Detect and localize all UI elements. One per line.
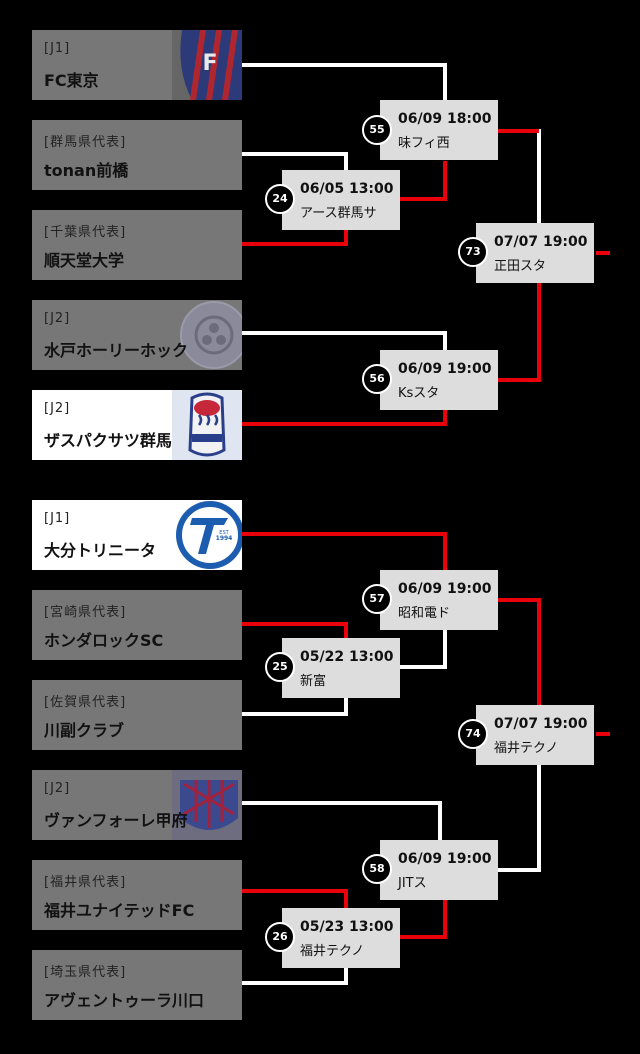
team-category: [J1] [44, 511, 71, 526]
team-category: [J2] [44, 401, 71, 416]
line-m25-to-m57 [400, 630, 447, 669]
line-team3-to-m24 [242, 229, 348, 246]
match-venue: 新富 [300, 674, 327, 689]
team-aventura-kawaguchi[interactable]: [埼玉県代表] アヴェントゥーラ川口 [32, 950, 242, 1020]
team-honda-lock[interactable]: [宮崎県代表] ホンダロックSC [32, 590, 242, 660]
match-number-badge: 58 [362, 854, 392, 884]
oita-trinita-logo: EST 1994 [176, 501, 242, 569]
match-venue: 福井テクノ [494, 741, 559, 756]
line-m56-to-m73 [498, 283, 541, 382]
team-name: ヴァンフォーレ甲府 [44, 811, 188, 830]
team-category: [群馬県代表] [44, 135, 127, 150]
team-ventforet-kofu[interactable]: [J2] ヴァンフォーレ甲府 [32, 770, 242, 840]
match-datetime: 05/22 13:00 [300, 649, 394, 665]
team-name: 大分トリニータ [44, 541, 157, 560]
team-juntendo[interactable]: [千葉県代表] 順天堂大学 [32, 210, 242, 280]
team-name: ホンダロックSC [44, 631, 164, 650]
match-datetime: 06/09 18:00 [398, 111, 492, 127]
team-thespakusatsu[interactable]: [J2] ザスパクサツ群馬 [32, 390, 242, 460]
match-25[interactable]: 05/22 13:00 新富 [282, 638, 400, 698]
match-datetime: 06/09 19:00 [398, 851, 492, 867]
team-category: [埼玉県代表] [44, 965, 127, 980]
match-number-badge: 55 [362, 115, 392, 145]
team-name: tonan前橋 [44, 161, 129, 180]
match-58[interactable]: 06/09 19:00 JITス [380, 840, 498, 900]
team-category: [J2] [44, 781, 71, 796]
line-m26-to-m58 [400, 900, 447, 939]
line-team10-to-m26 [242, 889, 348, 908]
line-m24-to-m55 [400, 161, 447, 201]
match-venue: Ksスタ [398, 386, 440, 401]
line-m55-to-m73 [498, 129, 541, 223]
line-team6-to-m57 [242, 532, 447, 570]
svg-text:EST: EST [219, 530, 229, 536]
match-venue: 正田スタ [494, 259, 547, 274]
line-team7-to-m25 [242, 622, 348, 638]
match-55[interactable]: 06/09 18:00 味フィ西 [380, 100, 498, 160]
team-name: アヴェントゥーラ川口 [44, 991, 205, 1010]
team-fukui-united[interactable]: [福井県代表] 福井ユナイテッドFC [32, 860, 242, 930]
team-name: 順天堂大学 [44, 251, 125, 270]
match-number-badge: 57 [362, 584, 392, 614]
match-datetime: 07/07 19:00 [494, 716, 588, 732]
team-category: [福井県代表] [44, 875, 127, 890]
line-m57-to-m74 [498, 598, 541, 705]
line-team5-to-m56 [242, 410, 447, 426]
team-category: [千葉県代表] [44, 225, 127, 240]
line-team1-to-m55 [242, 63, 447, 100]
team-name: FC東京 [44, 71, 99, 90]
team-tonan-maebashi[interactable]: [群馬県代表] tonan前橋 [32, 120, 242, 190]
match-venue: アース群馬サ [300, 206, 377, 221]
match-24[interactable]: 06/05 13:00 アース群馬サ [282, 170, 400, 230]
match-venue: 昭和電ド [398, 606, 451, 621]
team-category: [佐賀県代表] [44, 695, 127, 710]
match-74[interactable]: 07/07 19:00 福井テクノ [476, 705, 594, 765]
line-team2-to-m24 [242, 152, 348, 170]
team-category: [J2] [44, 311, 71, 326]
svg-text:F: F [202, 51, 217, 76]
team-category: [宮崎県代表] [44, 605, 127, 620]
match-datetime: 07/07 19:00 [494, 234, 588, 250]
line-team8-to-m26 [242, 696, 348, 716]
ventforet-kofu-logo [172, 770, 242, 840]
match-number-badge: 24 [265, 184, 295, 214]
match-number-badge: 74 [458, 719, 488, 749]
match-56[interactable]: 06/09 19:00 Ksスタ [380, 350, 498, 410]
line-team11-to-m26 [242, 966, 348, 985]
thespakusatsu-logo [172, 390, 242, 460]
team-fc-tokyo[interactable]: F [J1] FC東京 [32, 30, 242, 100]
team-mito-hollyhock[interactable]: [J2] 水戸ホーリーホック [32, 300, 242, 370]
team-name: ザスパクサツ群馬 [44, 431, 172, 450]
match-datetime: 06/09 19:00 [398, 581, 492, 597]
match-73[interactable]: 07/07 19:00 正田スタ [476, 223, 594, 283]
line-team4-to-m56 [242, 331, 447, 350]
team-name: 福井ユナイテッドFC [44, 901, 195, 920]
match-datetime: 05/23 13:00 [300, 919, 394, 935]
team-name: 水戸ホーリーホック [44, 341, 189, 360]
team-oita-trinita[interactable]: EST 1994 [J1] 大分トリニータ [32, 500, 242, 570]
team-name: 川副クラブ [44, 721, 125, 740]
team-category: [J1] [44, 41, 71, 56]
svg-text:1994: 1994 [216, 535, 233, 542]
fc-tokyo-logo: F [172, 30, 242, 100]
team-kawasoe-club[interactable]: [佐賀県代表] 川副クラブ [32, 680, 242, 750]
match-number-badge: 26 [265, 922, 295, 952]
match-number-badge: 73 [458, 237, 488, 267]
match-venue: JITス [398, 876, 427, 891]
match-datetime: 06/05 13:00 [300, 181, 394, 197]
match-datetime: 06/09 19:00 [398, 361, 492, 377]
line-team9-to-m58 [242, 801, 442, 840]
match-number-badge: 25 [265, 652, 295, 682]
line-m58-to-m74 [498, 765, 541, 872]
match-26[interactable]: 05/23 13:00 福井テクノ [282, 908, 400, 968]
match-number-badge: 56 [362, 364, 392, 394]
match-57[interactable]: 06/09 19:00 昭和電ド [380, 570, 498, 630]
match-venue: 味フィ西 [398, 136, 450, 151]
mito-hollyhock-logo [180, 301, 242, 369]
match-venue: 福井テクノ [300, 944, 365, 959]
